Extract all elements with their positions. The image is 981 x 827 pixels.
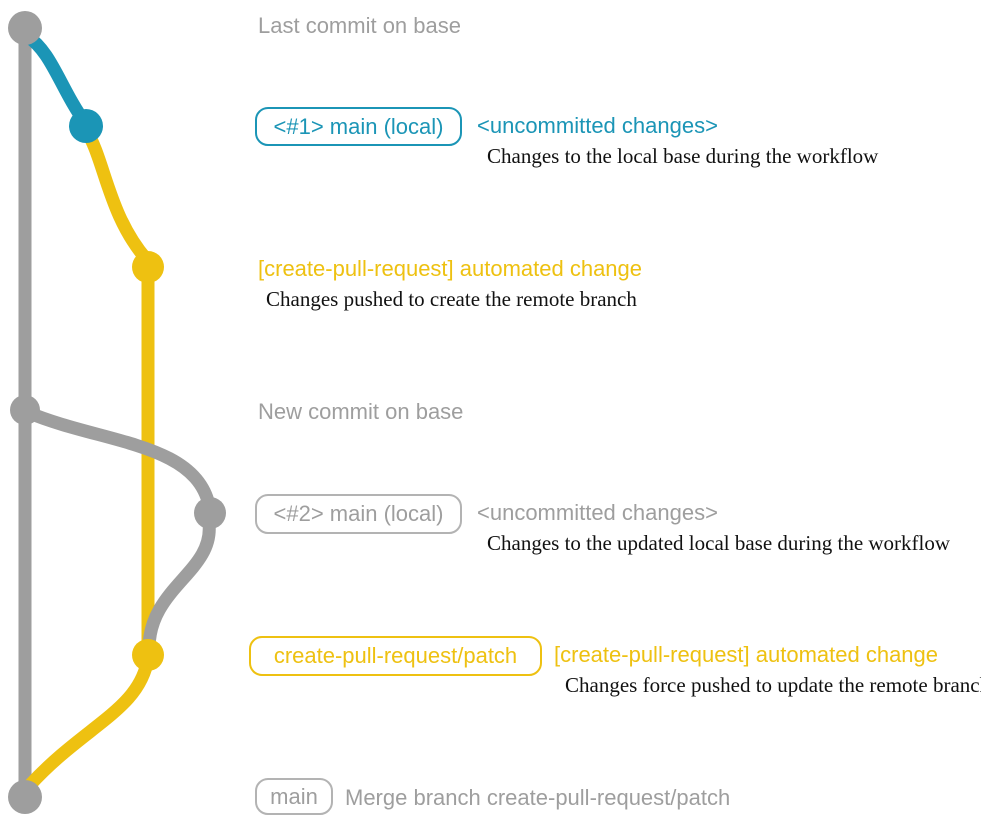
- commit-label-last-commit: Last commit on base: [258, 13, 461, 38]
- commit-node-uncommitted-2: [194, 497, 226, 529]
- edge-patch-create: [79, 123, 154, 267]
- description-uncommitted-2: Changes to the updated local base during…: [487, 531, 951, 555]
- commit-label-merge: Merge branch create-pull-request/patch: [345, 785, 731, 810]
- git-graph: [8, 11, 226, 814]
- commit-node-last-commit: [8, 11, 42, 45]
- commit-node-automated-2: [132, 639, 164, 671]
- edge-force-push: [142, 517, 216, 657]
- commit-node-automated-1: [132, 251, 164, 283]
- commit-label-new-commit: New commit on base: [258, 399, 464, 424]
- branch-badge-main: main: [255, 778, 333, 815]
- branch-badge-main-local-2: <#2> main (local): [255, 494, 462, 534]
- commit-label-automated-1: [create-pull-request] automated change: [258, 256, 643, 281]
- description-automated-1: Changes pushed to create the remote bran…: [266, 287, 637, 311]
- commit-label-uncommitted-1: <uncommitted changes>: [477, 113, 718, 138]
- edge-merge: [23, 651, 155, 792]
- commit-node-uncommitted-1: [69, 109, 103, 143]
- description-uncommitted-1: Changes to the local base during the wor…: [487, 144, 879, 168]
- edge-uncommitted-1: [20, 29, 93, 131]
- edge-uncommitted-2: [20, 405, 216, 512]
- commit-label-automated-2: [create-pull-request] automated change: [554, 642, 939, 667]
- commit-label-uncommitted-2: <uncommitted changes>: [477, 500, 718, 525]
- commit-node-merge: [8, 780, 42, 814]
- commit-node-new-commit: [10, 395, 40, 425]
- description-automated-2: Changes force pushed to update the remot…: [565, 673, 981, 697]
- branch-badge-main-local-1: <#1> main (local): [255, 107, 462, 146]
- branch-badge-create-pull-request-patch: create-pull-request/patch: [249, 636, 542, 676]
